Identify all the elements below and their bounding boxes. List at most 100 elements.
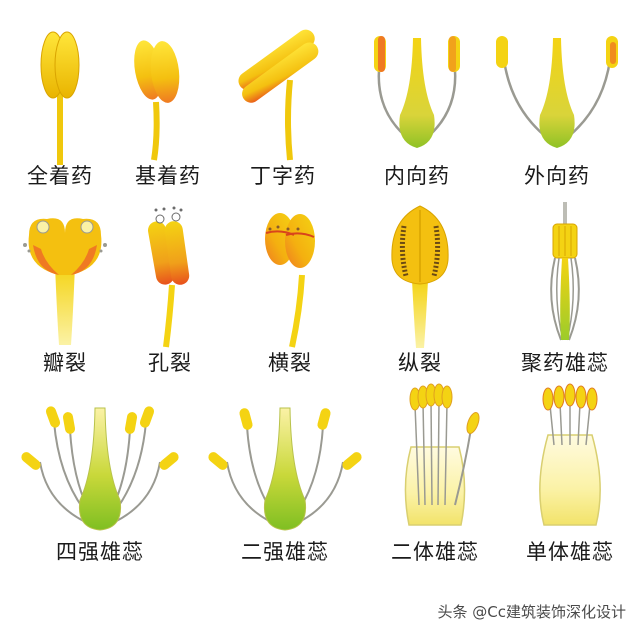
versatile-figure [238, 29, 319, 161]
anther-right-inner [449, 36, 456, 72]
item-transverse: 横裂 [240, 205, 340, 385]
pistil [263, 407, 307, 531]
item-monadelphous: 单体雄蕊 [510, 383, 630, 580]
label-valvular: 瓣裂 [43, 351, 87, 375]
label-diadelphous: 二体雄蕊 [391, 540, 479, 564]
item-tetradynamous: 四强雄蕊 [20, 400, 180, 580]
label-transverse: 横裂 [268, 351, 312, 375]
valve-right [80, 220, 94, 234]
basifixed-figure [40, 31, 80, 165]
pore-right [171, 212, 181, 222]
label-porous: 孔裂 [148, 351, 192, 375]
valvular-figure [23, 218, 107, 345]
slit-right [285, 232, 315, 238]
label-introrse: 内向药 [384, 164, 450, 188]
filament [55, 265, 75, 345]
anther-2 [317, 408, 331, 430]
anther-5 [586, 387, 598, 411]
filament-sheath [404, 446, 466, 526]
filament [57, 80, 63, 165]
anther-6 [159, 452, 179, 470]
anther-4 [575, 385, 587, 409]
anther-shade-right [71, 245, 97, 275]
anther-upper [238, 29, 315, 90]
anther-1 [45, 406, 61, 428]
item-valvular: 瓣裂 [15, 205, 115, 385]
filament [151, 101, 160, 161]
item-basal: 基着药 [118, 20, 218, 200]
anther-2 [62, 412, 76, 434]
item-extrorse: 外向药 [492, 20, 622, 200]
label-didynamous: 二强雄蕊 [241, 540, 329, 564]
anther-1 [239, 408, 253, 430]
item-syngenesious: 聚药雄蕊 [495, 200, 635, 385]
anther-right [285, 214, 315, 268]
label-syngenesious: 聚药雄蕊 [521, 351, 609, 375]
valve-left [36, 220, 50, 234]
label-versatile: 丁字药 [250, 164, 316, 188]
anther-right [54, 31, 80, 99]
pore-left [155, 214, 165, 224]
item-diadelphous: 二体雄蕊 [375, 383, 495, 580]
label-basifixed: 全着药 [27, 164, 93, 188]
slit-right [431, 225, 441, 277]
tetradynamous-figure [21, 406, 179, 531]
filament-1 [550, 257, 562, 341]
anther-right [164, 221, 190, 285]
style [563, 202, 567, 230]
anther-3 [564, 383, 576, 407]
syngenesious-figure [550, 202, 580, 341]
anther-free [466, 412, 480, 434]
anther-4 [139, 406, 155, 428]
filament [285, 79, 293, 161]
slit-left [399, 225, 409, 277]
item-versatile: 丁字药 [228, 20, 338, 200]
didynamous-figure [208, 407, 362, 531]
anther-4 [342, 452, 362, 470]
label-monadelphous: 单体雄蕊 [526, 540, 614, 564]
label-longitudinal: 纵裂 [398, 351, 442, 375]
item-longitudinal: 纵裂 [370, 200, 470, 385]
anther-left [496, 36, 508, 68]
extrorse-figure [496, 36, 618, 148]
label-tetradynamous: 四强雄蕊 [56, 540, 144, 564]
porous-figure [148, 206, 190, 348]
free-filament [454, 428, 472, 506]
anther-1 [542, 387, 554, 411]
anther-3 [124, 412, 138, 434]
longitudinal-figure [391, 205, 449, 348]
anther-right-slit [610, 42, 616, 64]
introrse-figure [374, 36, 460, 148]
filament [163, 284, 175, 348]
anther-2 [553, 385, 565, 409]
item-porous: 孔裂 [120, 205, 220, 385]
filament-tube [539, 434, 601, 526]
transverse-figure [265, 213, 315, 348]
filament [289, 274, 305, 348]
anther-left-inner [378, 36, 385, 72]
item-didynamous: 二强雄蕊 [205, 400, 365, 580]
anther-3 [208, 452, 228, 470]
label-basal: 基着药 [135, 164, 201, 188]
anther-shade-left [33, 245, 59, 275]
basal-figure [134, 40, 180, 161]
watermark: 头条 @Cc建筑装饰深化设计 [437, 603, 627, 621]
pistil [539, 38, 575, 148]
anther-right [150, 41, 180, 103]
item-introrse: 内向药 [352, 20, 482, 200]
diadelphous-figure [404, 383, 480, 526]
item-basifixed: 全着药 [10, 20, 110, 200]
filament [412, 280, 428, 348]
anther [28, 218, 102, 275]
pistil [399, 38, 435, 148]
label-extrorse: 外向药 [524, 164, 590, 188]
monadelphous-figure [539, 383, 601, 526]
pistil [560, 258, 570, 340]
anther-5 [441, 385, 453, 409]
anther-left [148, 221, 174, 285]
pistil [78, 407, 122, 531]
anther-lower [242, 42, 319, 103]
filament-2 [568, 257, 580, 341]
anther-5 [21, 452, 41, 470]
